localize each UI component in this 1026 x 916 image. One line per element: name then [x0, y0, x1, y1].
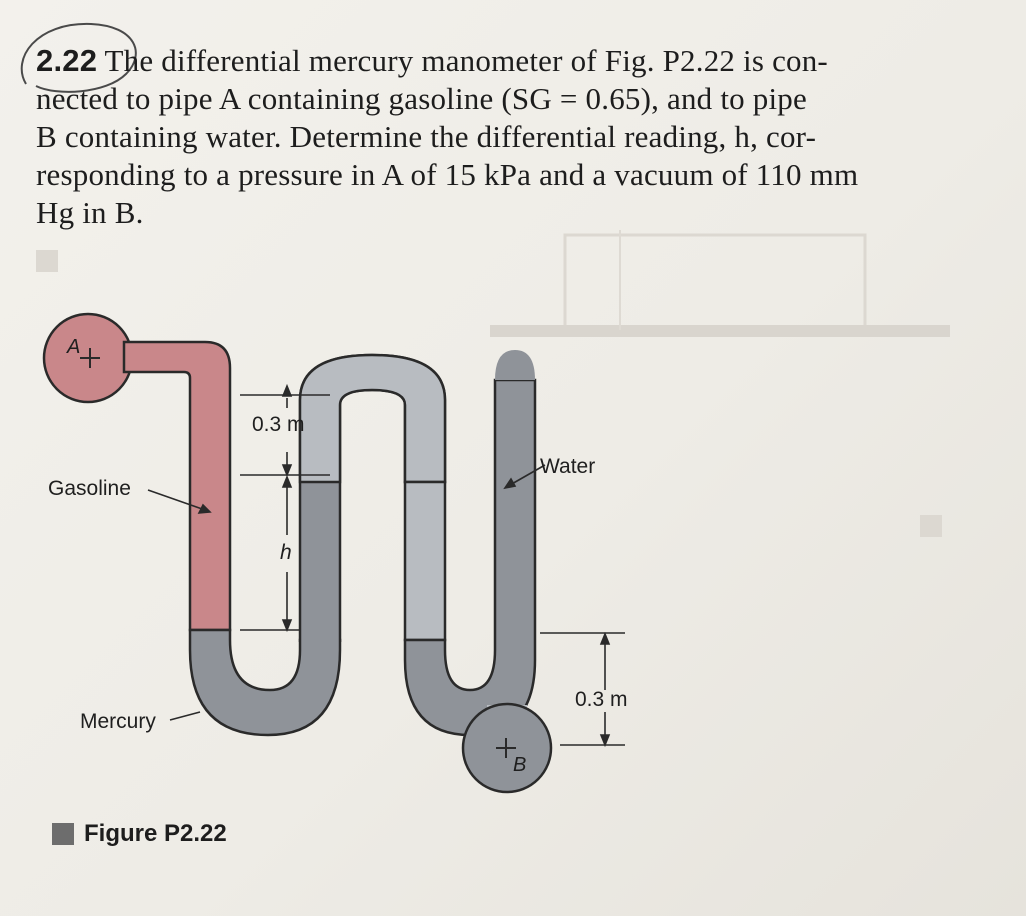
problem-line-5: Hg in B. [36, 195, 144, 230]
problem-line-2: nected to pipe A containing gasoline (SG… [36, 81, 807, 116]
problem-line-1: The differential mercury manometer of Fi… [97, 43, 828, 78]
problem-statement: 2.22 The differential mercury manometer … [36, 42, 976, 232]
label-point-a: A [67, 336, 81, 358]
label-gasoline: Gasoline [48, 477, 131, 500]
label-dim-bottom: 0.3 m [575, 688, 628, 711]
problem-line-4: responding to a pressure in A of 15 kPa … [36, 157, 859, 192]
problem-line-3: B containing water. Determine the differ… [36, 119, 817, 154]
dimension-lines [147, 383, 625, 748]
label-mercury: Mercury [80, 710, 156, 733]
label-water: Water [540, 455, 596, 478]
gasoline-tube [122, 340, 232, 632]
label-point-b: B [513, 754, 527, 776]
pen-circle-mark [20, 22, 137, 93]
problem-number: 2.22 [36, 43, 98, 78]
cross-a-icon [80, 348, 100, 368]
caption-square-icon [52, 823, 74, 845]
figure-caption: Figure P2.22 [52, 820, 227, 848]
caption-text: Figure P2.22 [84, 820, 227, 847]
cross-b-icon [496, 738, 516, 758]
label-dim-h: h [280, 541, 292, 564]
label-dim-top: 0.3 m [252, 413, 305, 436]
